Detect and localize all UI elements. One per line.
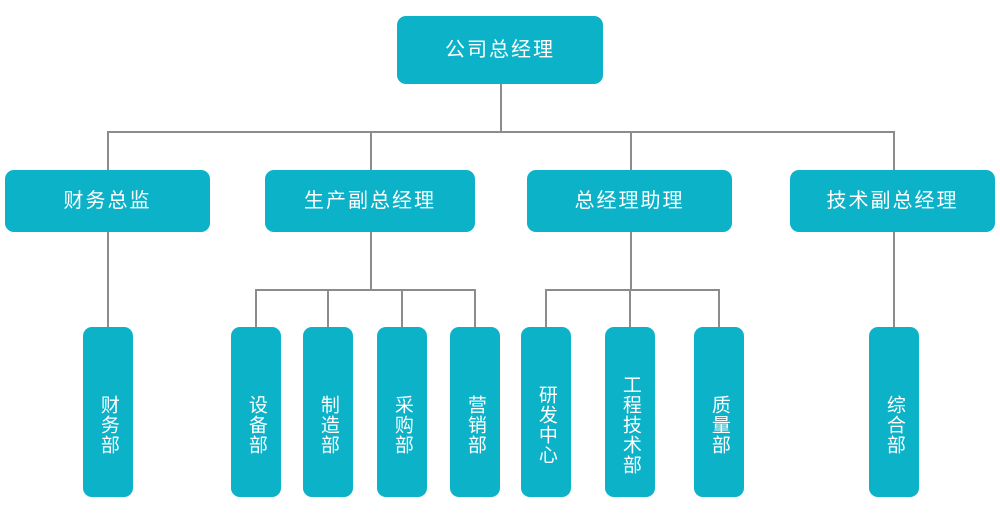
org-node-mkt-dept[interactable]: 营销部 (450, 327, 500, 497)
org-node-equip-dept[interactable]: 设备部 (231, 327, 281, 497)
org-node-gm-asst[interactable]: 总经理助理 (527, 170, 732, 232)
org-node-proc-dept[interactable]: 采购部 (377, 327, 427, 497)
connector-drop-level1-1 (370, 131, 372, 171)
org-node-fin-dept[interactable]: 财务部 (83, 327, 133, 497)
connector-stem-finance (107, 232, 109, 328)
connector-drop-level1-2 (630, 131, 632, 171)
connector-drop-level1-3 (893, 131, 895, 171)
org-node-label-vp-prod: 生产副总经理 (304, 190, 436, 212)
connector-bus-level1 (107, 131, 893, 133)
org-node-label-eng-dept: 工程技术部 (619, 375, 641, 475)
org-node-eng-dept[interactable]: 工程技术部 (605, 327, 655, 497)
connector-stem-technical (893, 232, 895, 328)
org-node-gen-dept[interactable]: 综合部 (869, 327, 919, 497)
connector-drop-level1-0 (107, 131, 109, 171)
org-node-label-equip-dept: 设备部 (245, 395, 267, 455)
org-node-label-cfo: 财务总监 (63, 190, 152, 212)
connector-drop-assistant-2 (718, 289, 720, 328)
org-node-label-gen-dept: 综合部 (883, 395, 905, 455)
connector-drop-production-1 (327, 289, 329, 328)
connector-drop-production-0 (255, 289, 257, 328)
connector-trunk-top (500, 84, 502, 132)
org-node-gm[interactable]: 公司总经理 (397, 16, 603, 84)
connector-drop-production-3 (474, 289, 476, 328)
connector-drop-production-2 (401, 289, 403, 328)
org-node-vp-tech[interactable]: 技术副总经理 (790, 170, 995, 232)
connector-drop-assistant-1 (629, 289, 631, 328)
org-node-label-fin-dept: 财务部 (97, 395, 119, 455)
connector-stem-assistant (630, 232, 632, 289)
org-node-label-proc-dept: 采购部 (391, 395, 413, 455)
org-node-cfo[interactable]: 财务总监 (5, 170, 210, 232)
connector-stem-production (370, 232, 372, 289)
connector-drop-assistant-0 (545, 289, 547, 328)
org-node-vp-prod[interactable]: 生产副总经理 (265, 170, 475, 232)
org-node-label-gm-asst: 总经理助理 (574, 190, 685, 212)
org-node-mfg-dept[interactable]: 制造部 (303, 327, 353, 497)
org-node-label-qa-dept: 质量部 (708, 395, 730, 455)
org-node-label-gm: 公司总经理 (445, 39, 555, 61)
connector-bus-production (255, 289, 475, 291)
connector-bus-assistant (545, 289, 719, 291)
org-node-label-mfg-dept: 制造部 (317, 395, 339, 455)
org-node-label-mkt-dept: 营销部 (464, 395, 486, 455)
org-node-label-vp-tech: 技术副总经理 (826, 190, 959, 212)
org-node-rnd-center[interactable]: 研发中心 (521, 327, 571, 497)
org-node-qa-dept[interactable]: 质量部 (694, 327, 744, 497)
org-node-label-rnd-center: 研发中心 (535, 385, 557, 465)
